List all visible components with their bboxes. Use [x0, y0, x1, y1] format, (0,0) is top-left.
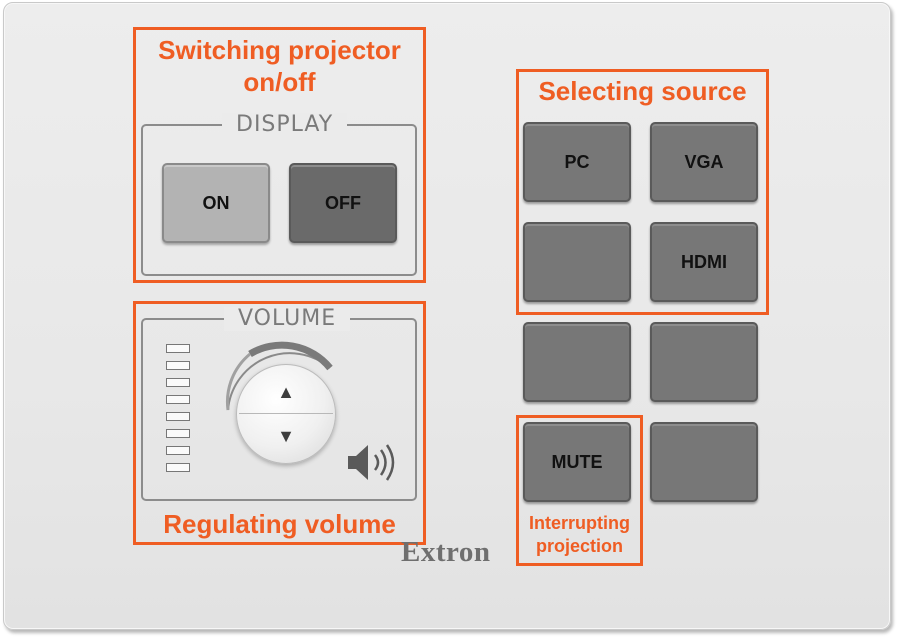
triangle-up-icon: ▲ — [277, 381, 295, 402]
volume-arc-icon — [225, 341, 333, 411]
volume-led — [166, 429, 190, 438]
control-panel — [3, 2, 891, 630]
source-callout-title: Selecting source — [538, 76, 747, 106]
volume-led — [166, 344, 190, 353]
volume-knob: ▲ ▼ — [236, 364, 336, 464]
volume-led — [166, 395, 190, 404]
mute-callout — [516, 415, 643, 566]
volume-led — [166, 412, 190, 421]
speaker-icon — [348, 444, 395, 481]
volume-led — [166, 463, 190, 472]
volume-up-button[interactable]: ▲ — [271, 377, 301, 407]
power-callout-title: Switching projector on/off — [158, 35, 401, 97]
volume-led — [166, 378, 190, 387]
display-group-label: DISPLAY — [222, 113, 348, 137]
volume-down-button[interactable]: ▼ — [271, 421, 301, 451]
volume-led — [166, 446, 190, 455]
source-pc-button[interactable]: PC — [523, 122, 631, 202]
power-callout — [133, 27, 426, 283]
display-off-button[interactable]: OFF — [289, 163, 397, 243]
mute-callout-title: Interrupting projection — [529, 513, 630, 556]
source-vga-button[interactable]: VGA — [650, 122, 758, 202]
blank-button[interactable] — [650, 322, 758, 402]
volume-led-meter — [166, 344, 190, 480]
volume-callout — [133, 301, 426, 545]
mute-button[interactable]: MUTE — [523, 422, 631, 502]
blank-button[interactable] — [523, 322, 631, 402]
source-hdmi-button[interactable]: HDMI — [650, 222, 758, 302]
source-blank-button[interactable] — [523, 222, 631, 302]
blank-button[interactable] — [650, 422, 758, 502]
volume-led — [166, 361, 190, 370]
source-callout — [516, 69, 769, 315]
volume-callout-title: Regulating volume — [163, 509, 396, 539]
knob-divider — [239, 413, 333, 414]
display-on-button[interactable]: ON — [162, 163, 270, 243]
extron-logo: Extron — [401, 536, 491, 568]
volume-group-label: VOLUME — [224, 307, 351, 331]
triangle-down-icon: ▼ — [277, 425, 295, 446]
